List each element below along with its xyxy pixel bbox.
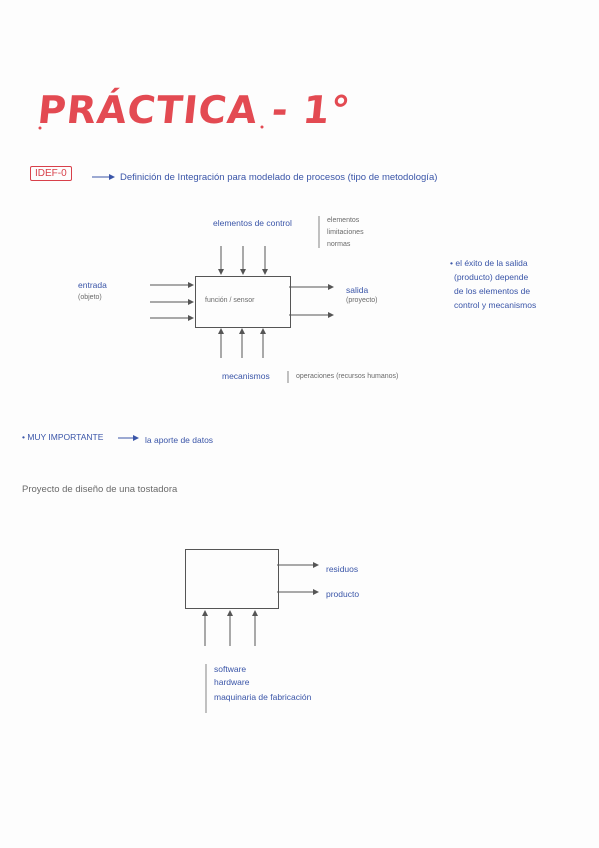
output-producto: producto (326, 589, 360, 599)
mechanism-item: software (214, 664, 247, 674)
output-residuos: residuos (326, 564, 359, 574)
mechanism-item: hardware (214, 677, 250, 687)
important-text: la aporte de datos (145, 435, 214, 445)
note-line: (producto) depende (454, 272, 529, 282)
title-dot (38, 126, 42, 130)
project-title: Proyecto de diseño de una tostadora (22, 484, 178, 495)
input-sub: (objeto) (78, 294, 102, 301)
note-line: de los elementos de (454, 286, 531, 296)
output-label: salida (346, 285, 369, 295)
output-sub: (proyecto) (346, 297, 378, 304)
process-box (195, 276, 291, 328)
title-dot (260, 125, 264, 129)
project-box (185, 549, 279, 609)
control-label: elementos de control (213, 218, 292, 228)
control-item: elementos (327, 217, 360, 224)
idef-definition: Definición de Integración para modelado … (120, 172, 438, 183)
idef-tag: IDEF-0 (30, 166, 72, 181)
mechanism-item: maquinaria de fabricación (214, 692, 312, 702)
process-box-label: función / sensor (205, 297, 255, 304)
input-label: entrada (78, 280, 107, 290)
control-item: limitaciones (327, 229, 364, 236)
mechanism-label: mecanismos (222, 371, 270, 381)
mechanism-desc: operaciones (recursos humanos) (296, 373, 399, 380)
note-line: control y mecanismos (454, 300, 537, 310)
control-item: normas (327, 241, 351, 248)
note-line: • el éxito de la salida (450, 258, 528, 268)
important-label: • MUY IMPORTANTE (22, 432, 104, 442)
